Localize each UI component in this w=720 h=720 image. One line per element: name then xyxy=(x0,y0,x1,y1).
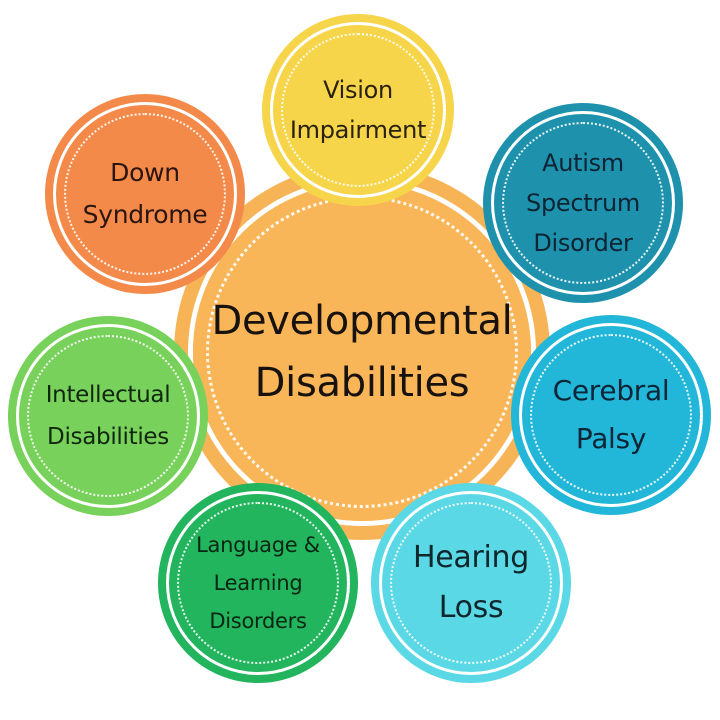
node-cerebral-palsy: Cerebral Palsy xyxy=(511,315,711,515)
node-label: Hearing Loss xyxy=(371,483,571,683)
label-line: Hearing xyxy=(412,540,530,575)
hub-title-line-1: Developmental xyxy=(211,298,513,344)
node-hearing-loss: Hearing Loss xyxy=(371,483,571,683)
node-autism-spectrum-disorder: Autism Spectrum Disorder xyxy=(483,103,683,303)
ring xyxy=(270,22,446,198)
label-line: Disorder xyxy=(533,229,633,257)
node-vision-impairment: Vision Impairment xyxy=(262,14,454,206)
ring xyxy=(166,491,350,675)
label-line: Vision xyxy=(323,76,393,104)
node-label: Language & Learning Disorders xyxy=(158,483,358,683)
dotted-ring xyxy=(390,502,552,664)
label-line: Language & xyxy=(196,533,320,557)
hub-title: Developmental Disabilities xyxy=(174,164,550,540)
ring xyxy=(53,102,237,286)
ring xyxy=(519,323,703,507)
dotted-ring xyxy=(177,502,339,664)
node-down-syndrome: Down Syndrome xyxy=(45,94,245,294)
node-label: Cerebral Palsy xyxy=(511,315,711,515)
label-line: Impairment xyxy=(289,116,427,144)
node-language-learning-disorders: Language & Learning Disorders xyxy=(158,483,358,683)
dotted-ring xyxy=(27,335,189,497)
label-line: Loss xyxy=(438,590,504,625)
label-line: Learning xyxy=(213,571,303,595)
dotted-ring xyxy=(502,122,664,284)
hub-title-line-2: Disabilities xyxy=(254,360,470,406)
ring xyxy=(379,491,563,675)
node-intellectual-disabilities: Intellectual Disabilities xyxy=(8,316,208,516)
label-line: Palsy xyxy=(575,422,647,455)
dotted-ring xyxy=(530,334,692,496)
label-line: Autism xyxy=(542,149,624,177)
ring xyxy=(16,324,200,508)
label-line: Disorders xyxy=(209,609,307,633)
ring xyxy=(491,111,675,295)
label-line: Syndrome xyxy=(82,200,208,229)
node-label: Intellectual Disabilities xyxy=(8,316,208,516)
node-label: Vision Impairment xyxy=(262,14,454,206)
dotted-ring xyxy=(64,113,226,275)
label-line: Disabilities xyxy=(47,424,169,450)
node-label: Down Syndrome xyxy=(45,94,245,294)
label-line: Spectrum xyxy=(526,189,640,217)
dotted-ring xyxy=(281,33,435,187)
label-line: Intellectual xyxy=(45,382,171,408)
label-line: Down xyxy=(110,158,180,187)
label-line: Cerebral xyxy=(552,374,670,407)
node-label: Autism Spectrum Disorder xyxy=(483,103,683,303)
